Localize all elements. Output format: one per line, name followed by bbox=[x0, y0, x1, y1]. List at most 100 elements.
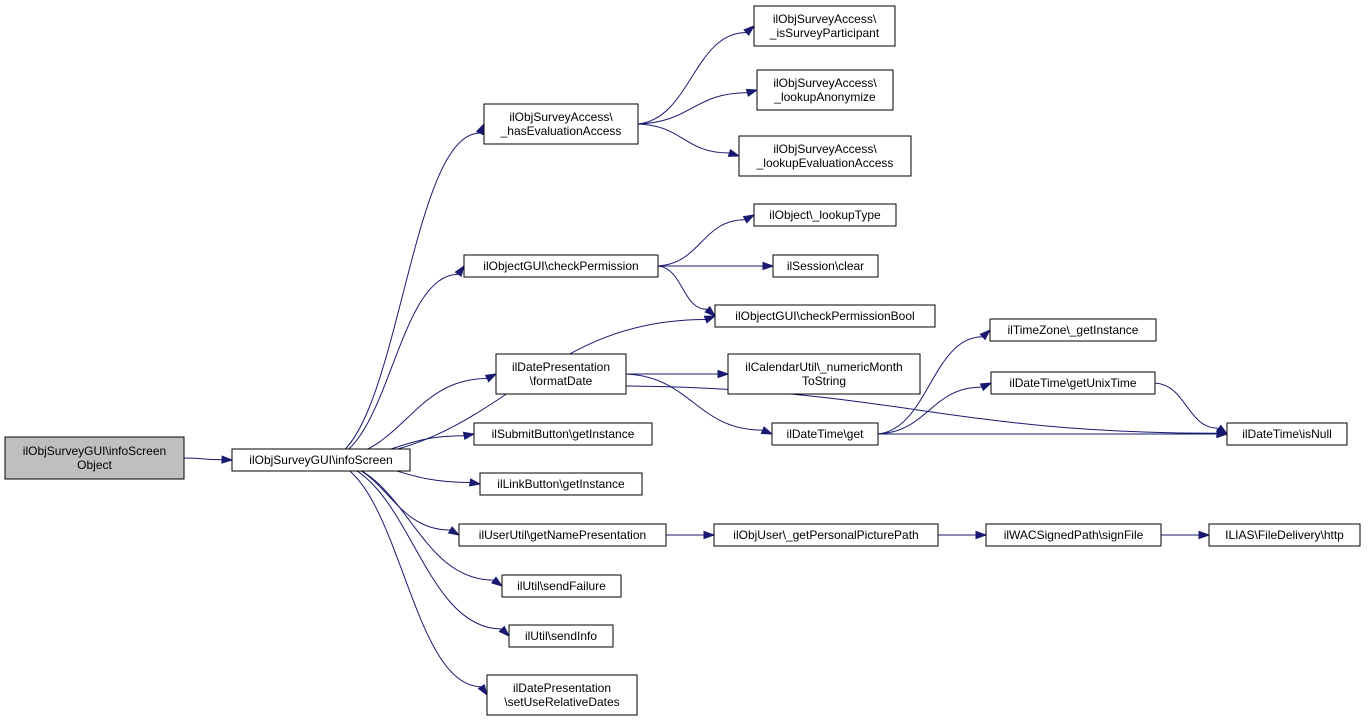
arrowhead-icon bbox=[477, 683, 488, 697]
node-label: ilObjSurveyGUI\infoScreen bbox=[249, 453, 392, 467]
arrowhead-icon bbox=[703, 530, 716, 540]
node-label: ilObjSurveyAccess\ bbox=[773, 76, 877, 90]
arrowhead-icon bbox=[743, 25, 756, 36]
edge-unixTime-to-isNull bbox=[1154, 382, 1229, 435]
edge-line bbox=[637, 92, 748, 125]
node-infoScreen[interactable]: ilObjSurveyGUI\infoScreen bbox=[231, 448, 411, 472]
arrowhead-icon bbox=[979, 382, 993, 392]
arrowhead-icon bbox=[484, 373, 498, 383]
node-label: ilObjSurveyAccess\ bbox=[773, 142, 877, 156]
arrowhead-icon bbox=[742, 214, 756, 224]
node-relDates[interactable]: ilDatePresentation\setUseRelativeDates bbox=[486, 674, 638, 716]
node-box bbox=[486, 674, 638, 716]
node-checkPerm[interactable]: ilObjectGUI\checkPermission bbox=[463, 254, 659, 278]
node-label: \setUseRelativeDates bbox=[504, 695, 619, 709]
edge-formatDate-to-dtGet bbox=[625, 373, 774, 435]
arrowhead-icon bbox=[727, 148, 741, 157]
edge-dtGet-to-isNull bbox=[878, 429, 1229, 439]
node-label: _hasEvaluationAccess bbox=[500, 124, 622, 138]
node-box bbox=[772, 254, 879, 278]
arrowhead-icon bbox=[1216, 424, 1229, 435]
node-namePres[interactable]: ilUserUtil\getNamePresentation bbox=[458, 523, 667, 547]
node-label: _lookupEvaluationAccess bbox=[756, 156, 894, 170]
node-sendInfo[interactable]: ilUtil\sendInfo bbox=[508, 624, 614, 648]
node-hasEval[interactable]: ilObjSurveyAccess\_hasEvaluationAccess bbox=[483, 103, 639, 145]
node-http[interactable]: ILIAS\FileDelivery\http bbox=[1208, 523, 1361, 547]
node-label: ilLinkButton\getInstance bbox=[497, 477, 625, 491]
arrowhead-icon bbox=[447, 526, 461, 536]
node-sessClear[interactable]: ilSession\clear bbox=[772, 254, 879, 278]
node-label: ilObjUser\_getPersonalPicturePath bbox=[733, 528, 918, 542]
node-lookAnon[interactable]: ilObjSurveyAccess\_lookupAnonymize bbox=[756, 69, 894, 111]
arrowhead-icon bbox=[975, 530, 988, 540]
edge-picPath-to-signFile bbox=[938, 530, 988, 540]
edge-hasEval-to-isPart bbox=[637, 25, 756, 125]
arrowhead-icon bbox=[454, 264, 465, 278]
node-box bbox=[714, 304, 936, 328]
node-lookupType[interactable]: ilObject\_lookupType bbox=[753, 203, 897, 227]
node-box bbox=[495, 353, 627, 395]
node-label: ilDatePresentation bbox=[513, 681, 611, 695]
node-box bbox=[1208, 523, 1361, 547]
edge-checkPerm-to-lookupType bbox=[657, 214, 756, 267]
node-box bbox=[458, 523, 667, 547]
node-label: ilCalendarUtil\_numericMonth bbox=[745, 360, 902, 374]
arrowhead-icon bbox=[762, 261, 775, 271]
node-submitBtn[interactable]: ilSubmitButton\getInstance bbox=[473, 422, 653, 446]
edge-line bbox=[625, 373, 763, 431]
edge-signFile-to-http bbox=[1161, 530, 1211, 540]
node-linkBtn[interactable]: ilLinkButton\getInstance bbox=[479, 472, 643, 496]
edge-line bbox=[327, 273, 459, 461]
node-box bbox=[990, 371, 1156, 395]
node-formatDate[interactable]: ilDatePresentation\formatDate bbox=[495, 353, 627, 395]
edge-line bbox=[327, 459, 482, 688]
node-label: ilObjSurveyAccess\ bbox=[509, 110, 613, 124]
node-checkPermBool[interactable]: ilObjectGUI\checkPermissionBool bbox=[714, 304, 936, 328]
edge-formatDate-to-numMonth bbox=[626, 369, 730, 379]
edge-infoScreen-to-relDates bbox=[327, 459, 488, 697]
node-box bbox=[501, 574, 622, 598]
node-isNull[interactable]: ilDateTime\isNull bbox=[1226, 422, 1348, 446]
edge-line bbox=[637, 31, 747, 125]
edge-line bbox=[327, 378, 488, 461]
arrowhead-icon bbox=[475, 122, 485, 136]
node-lookEval[interactable]: ilObjSurveyAccess\_lookupEvaluationAcces… bbox=[738, 135, 912, 177]
node-label: _lookupAnonymize bbox=[773, 90, 876, 104]
arrowhead-icon bbox=[760, 426, 774, 435]
arrowhead-icon bbox=[221, 455, 234, 464]
edge-infoScreen-to-hasEval bbox=[327, 122, 485, 461]
node-box bbox=[483, 103, 639, 145]
arrowhead-icon bbox=[979, 328, 992, 341]
node-label: ilWACSignedPath\signFile bbox=[1004, 528, 1144, 542]
node-box bbox=[738, 135, 912, 177]
node-box bbox=[989, 318, 1157, 342]
node-tzInst[interactable]: ilTimeZone\_getInstance bbox=[989, 318, 1157, 342]
arrowhead-icon bbox=[703, 315, 717, 324]
node-box bbox=[4, 436, 185, 480]
node-label: ilObjectGUI\checkPermission bbox=[483, 259, 638, 273]
node-label: \formatDate bbox=[530, 374, 593, 388]
node-box bbox=[508, 624, 614, 648]
edge-dtGet-to-tzInst bbox=[877, 328, 992, 435]
arrowhead-icon bbox=[1198, 530, 1211, 540]
arrowhead-icon bbox=[462, 431, 476, 440]
node-signFile[interactable]: ilWACSignedPath\signFile bbox=[985, 523, 1162, 547]
node-sendFail[interactable]: ilUtil\sendFailure bbox=[501, 574, 622, 598]
node-unixTime[interactable]: ilDateTime\getUnixTime bbox=[990, 371, 1156, 395]
edge-line bbox=[1154, 382, 1219, 429]
arrowhead-icon bbox=[704, 305, 717, 317]
node-picPath[interactable]: ilObjUser\_getPersonalPicturePath bbox=[713, 523, 939, 547]
node-box bbox=[479, 472, 643, 496]
node-label: ilUserUtil\getNamePresentation bbox=[479, 528, 646, 542]
edges-layer bbox=[183, 25, 1229, 697]
node-dtGet[interactable]: ilDateTime\get bbox=[771, 422, 879, 446]
node-label: ilUtil\sendInfo bbox=[525, 629, 597, 643]
edge-hasEval-to-lookEval bbox=[637, 123, 741, 157]
node-isPart[interactable]: ilObjSurveyAccess\_isSurveyParticipant bbox=[753, 5, 896, 47]
node-label: ilDatePresentation bbox=[512, 360, 610, 374]
node-label: ilObject\_lookupType bbox=[769, 208, 881, 222]
